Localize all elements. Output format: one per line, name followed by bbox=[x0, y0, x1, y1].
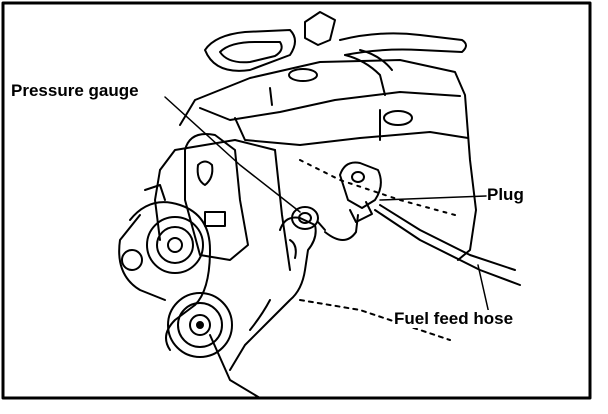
plug-assembly bbox=[339, 161, 382, 223]
timing-cover bbox=[184, 133, 249, 261]
pulleys bbox=[118, 184, 233, 358]
plug-label: Plug bbox=[487, 185, 524, 204]
engine-block bbox=[154, 59, 477, 399]
gauge-hose bbox=[324, 204, 521, 286]
hand bbox=[229, 216, 317, 371]
pressure-gauge-label: Pressure gauge bbox=[11, 81, 139, 100]
pressure-gauge bbox=[291, 206, 326, 231]
leader-lines bbox=[164, 96, 491, 319]
diagram-border bbox=[1, 1, 592, 400]
fuel-feed-hose-label: Fuel feed hose bbox=[394, 309, 514, 328]
top-hoses bbox=[204, 11, 467, 126]
